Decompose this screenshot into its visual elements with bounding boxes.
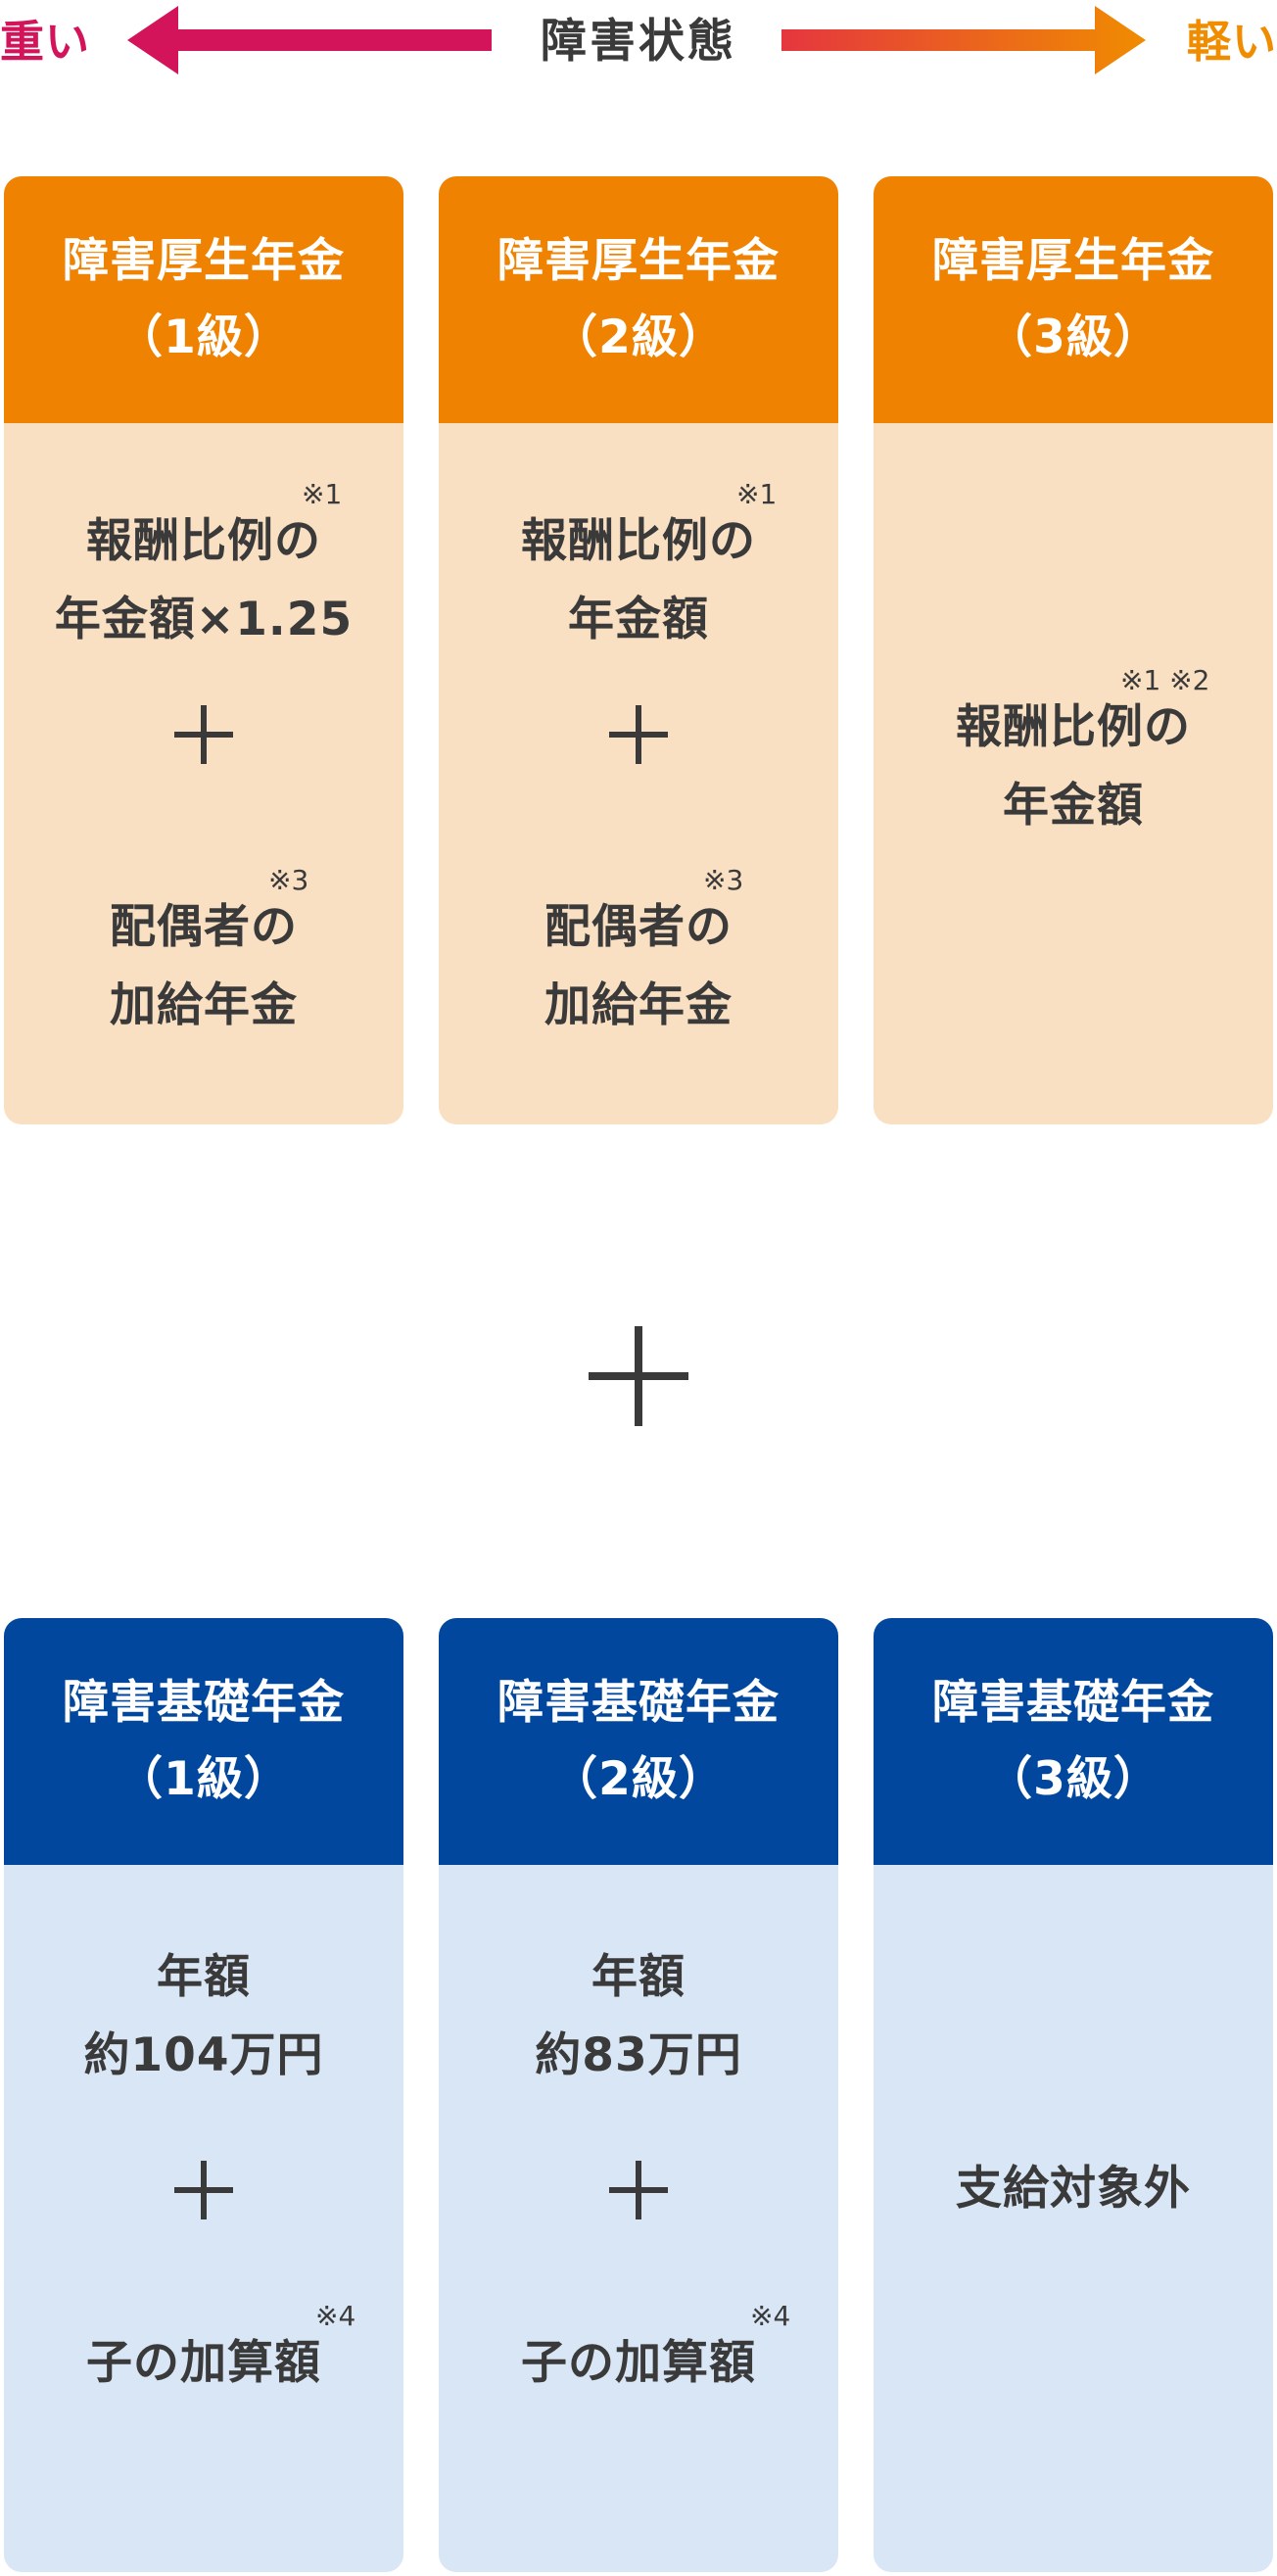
benefit-line: 報酬比例の [521,514,756,568]
severity-scale: 重い 障害状態 軽い [0,0,1277,88]
employee-pension-grade1-card: 障害厚生年金 （1級） ※1 報酬比例の 年金額×1.25 ※3 配偶者の 加給… [4,176,403,1124]
card-body: ※1 報酬比例の 年金額×1.25 ※3 配偶者の 加給年金 [4,423,403,1124]
benefit-line: 加給年金 [110,978,298,1032]
card-body: 年額 約83万円 ※4 子の加算額 [439,1865,838,2572]
employee-pension-grade3-card: 障害厚生年金 （3級） ※1 ※2 報酬比例の 年金額 [874,176,1273,1124]
card-header: 障害厚生年金 （2級） [439,176,838,423]
footnote-mark: ※4 [315,2300,356,2332]
benefit-line: 約83万円 [535,2028,742,2082]
severity-center-label: 障害状態 [541,15,736,69]
card-body: ※1 ※2 報酬比例の 年金額 [874,423,1273,1124]
benefit-line: 年金額×1.25 [54,593,354,646]
card-grade: （1級） [117,310,291,364]
benefit-line: 子の加算額 [521,2336,756,2390]
card-grade: （1級） [117,1752,291,1806]
card-header: 障害基礎年金 （3級） [874,1618,1273,1865]
plus-icon [609,2161,668,2219]
card-body: 年額 約104万円 ※4 子の加算額 [4,1865,403,2572]
plus-icon [609,705,668,764]
footnote-mark: ※1 [736,478,778,510]
card-title: 障害厚生年金 [497,234,780,288]
benefit-line: 年金額 [568,593,709,646]
benefit-line: 年額 [591,1950,686,2004]
arrow-right-icon [781,6,1146,74]
severity-heavy-label: 重い [0,16,91,68]
benefit-line: 子の加算額 [86,2336,321,2390]
card-grade: （3級） [986,1752,1160,1806]
card-title: 障害基礎年金 [932,1676,1214,1730]
plus-icon [174,705,233,764]
benefit-line: 配偶者の [544,900,733,954]
card-grade: （2級） [551,1752,726,1806]
basic-pension-grade3-card: 障害基礎年金 （3級） 支給対象外 [874,1618,1273,2572]
basic-pension-grade2-card: 障害基礎年金 （2級） 年額 約83万円 ※4 子の加算額 [439,1618,838,2572]
card-title: 障害基礎年金 [497,1676,780,1730]
card-grade: （2級） [551,310,726,364]
card-header: 障害厚生年金 （3級） [874,176,1273,423]
footnote-mark: ※1 [302,478,343,510]
benefit-line: 加給年金 [544,978,733,1032]
not-eligible-text: 支給対象外 [956,2162,1191,2216]
card-title: 障害厚生年金 [932,234,1214,288]
benefit-line: 報酬比例の [86,514,321,568]
footnote-mark: ※3 [268,864,309,896]
employee-pension-grade2-card: 障害厚生年金 （2級） ※1 報酬比例の 年金額 ※3 配偶者の 加給年金 [439,176,838,1124]
card-title: 障害基礎年金 [63,1676,345,1730]
card-header: 障害厚生年金 （1級） [4,176,403,423]
arrow-left-icon [127,6,492,74]
benefit-line: 報酬比例の [956,700,1191,754]
basic-pension-grade1-card: 障害基礎年金 （1級） 年額 約104万円 ※4 子の加算額 [4,1618,403,2572]
benefit-line: 年金額 [1003,779,1144,833]
benefit-line: 年額 [157,1950,251,2004]
card-header: 障害基礎年金 （1級） [4,1618,403,1865]
plus-icon-large [589,1326,688,1426]
footnote-mark: ※3 [703,864,744,896]
card-body: ※1 報酬比例の 年金額 ※3 配偶者の 加給年金 [439,423,838,1124]
card-grade: （3級） [986,310,1160,364]
footnote-mark: ※1 ※2 [1120,664,1210,696]
benefit-line: 約104万円 [83,2028,324,2082]
severity-light-label: 軽い [1186,16,1277,68]
card-title: 障害厚生年金 [63,234,345,288]
benefit-line: 配偶者の [110,900,298,954]
card-body: 支給対象外 [874,1865,1273,2572]
plus-icon [174,2161,233,2219]
card-header: 障害基礎年金 （2級） [439,1618,838,1865]
footnote-mark: ※4 [750,2300,791,2332]
